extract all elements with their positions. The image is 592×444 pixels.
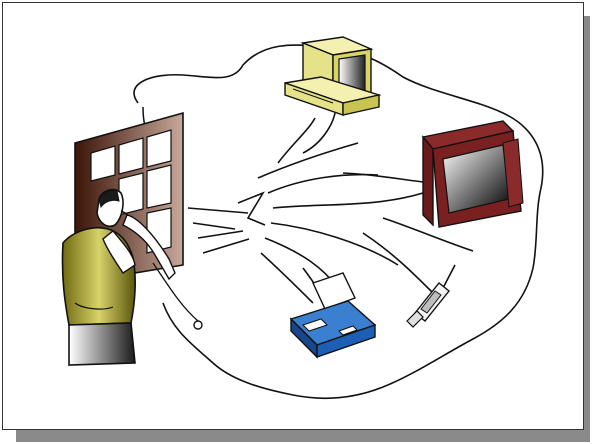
fax-printer — [291, 273, 375, 357]
desktop-computer — [285, 37, 379, 115]
illustration-frame — [2, 2, 584, 430]
television — [423, 121, 523, 227]
network-illustration — [3, 3, 583, 429]
